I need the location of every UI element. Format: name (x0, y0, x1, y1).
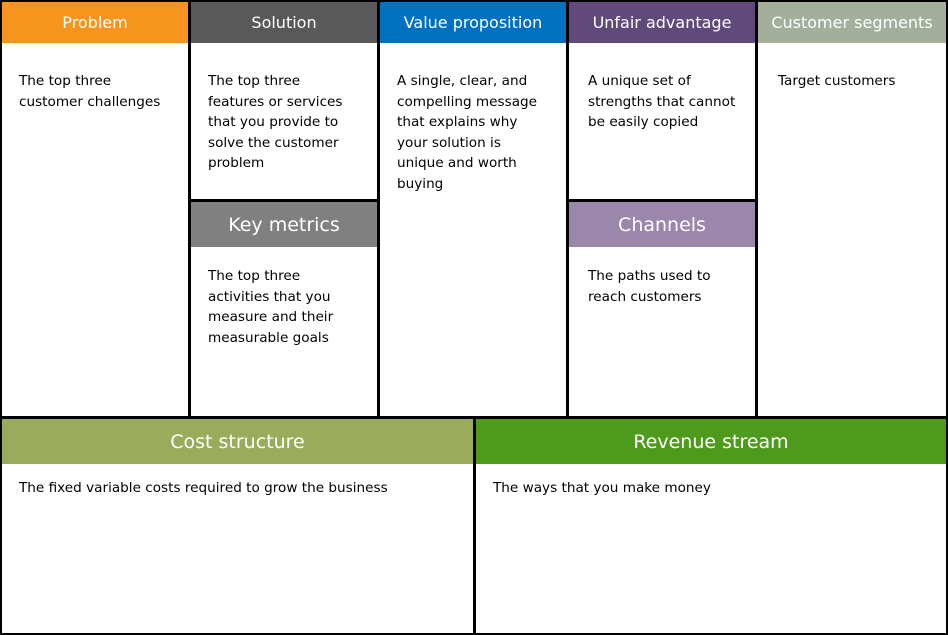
key-metrics-header: Key metrics (191, 202, 377, 247)
problem-panel (2, 2, 188, 416)
value-proposition-panel (380, 2, 566, 416)
problem-text: The top three customer challenges (19, 73, 161, 110)
revenue-stream-text: The ways that you make money (493, 480, 711, 496)
customer-segments-title: Customer segments (771, 13, 933, 32)
channels-title: Channels (618, 213, 706, 236)
value-proposition-text: A single, clear, and compelling message … (397, 73, 538, 192)
revenue-stream-title: Revenue stream (633, 430, 789, 453)
key-metrics-title: Key metrics (228, 213, 340, 236)
problem-title: Problem (62, 13, 128, 32)
key-metrics-text: The top three activities that you measur… (208, 268, 334, 346)
revenue-stream-header: Revenue stream (476, 419, 946, 464)
customer-segments-panel (758, 2, 946, 416)
unfair-advantage-header: Unfair advantage (569, 2, 755, 43)
solution-header: Solution (191, 2, 377, 43)
cost-structure-text: The fixed variable costs required to gro… (19, 480, 388, 496)
solution-text: The top three features or services that … (208, 73, 343, 171)
customer-segments-header: Customer segments (758, 2, 946, 43)
unfair-advantage-title: Unfair advantage (592, 13, 732, 32)
solution-title: Solution (251, 13, 317, 32)
value-proposition-header: Value proposition (380, 2, 566, 43)
cost-structure-title: Cost structure (170, 430, 305, 453)
value-proposition-title: Value proposition (403, 13, 543, 32)
channels-text: The paths used to reach customers (588, 268, 711, 305)
problem-header: Problem (2, 2, 188, 43)
cost-structure-header: Cost structure (2, 419, 473, 464)
customer-segments-text: Target customers (778, 73, 896, 89)
unfair-advantage-text: A unique set of strengths that cannot be… (588, 73, 736, 130)
channels-header: Channels (569, 202, 755, 247)
